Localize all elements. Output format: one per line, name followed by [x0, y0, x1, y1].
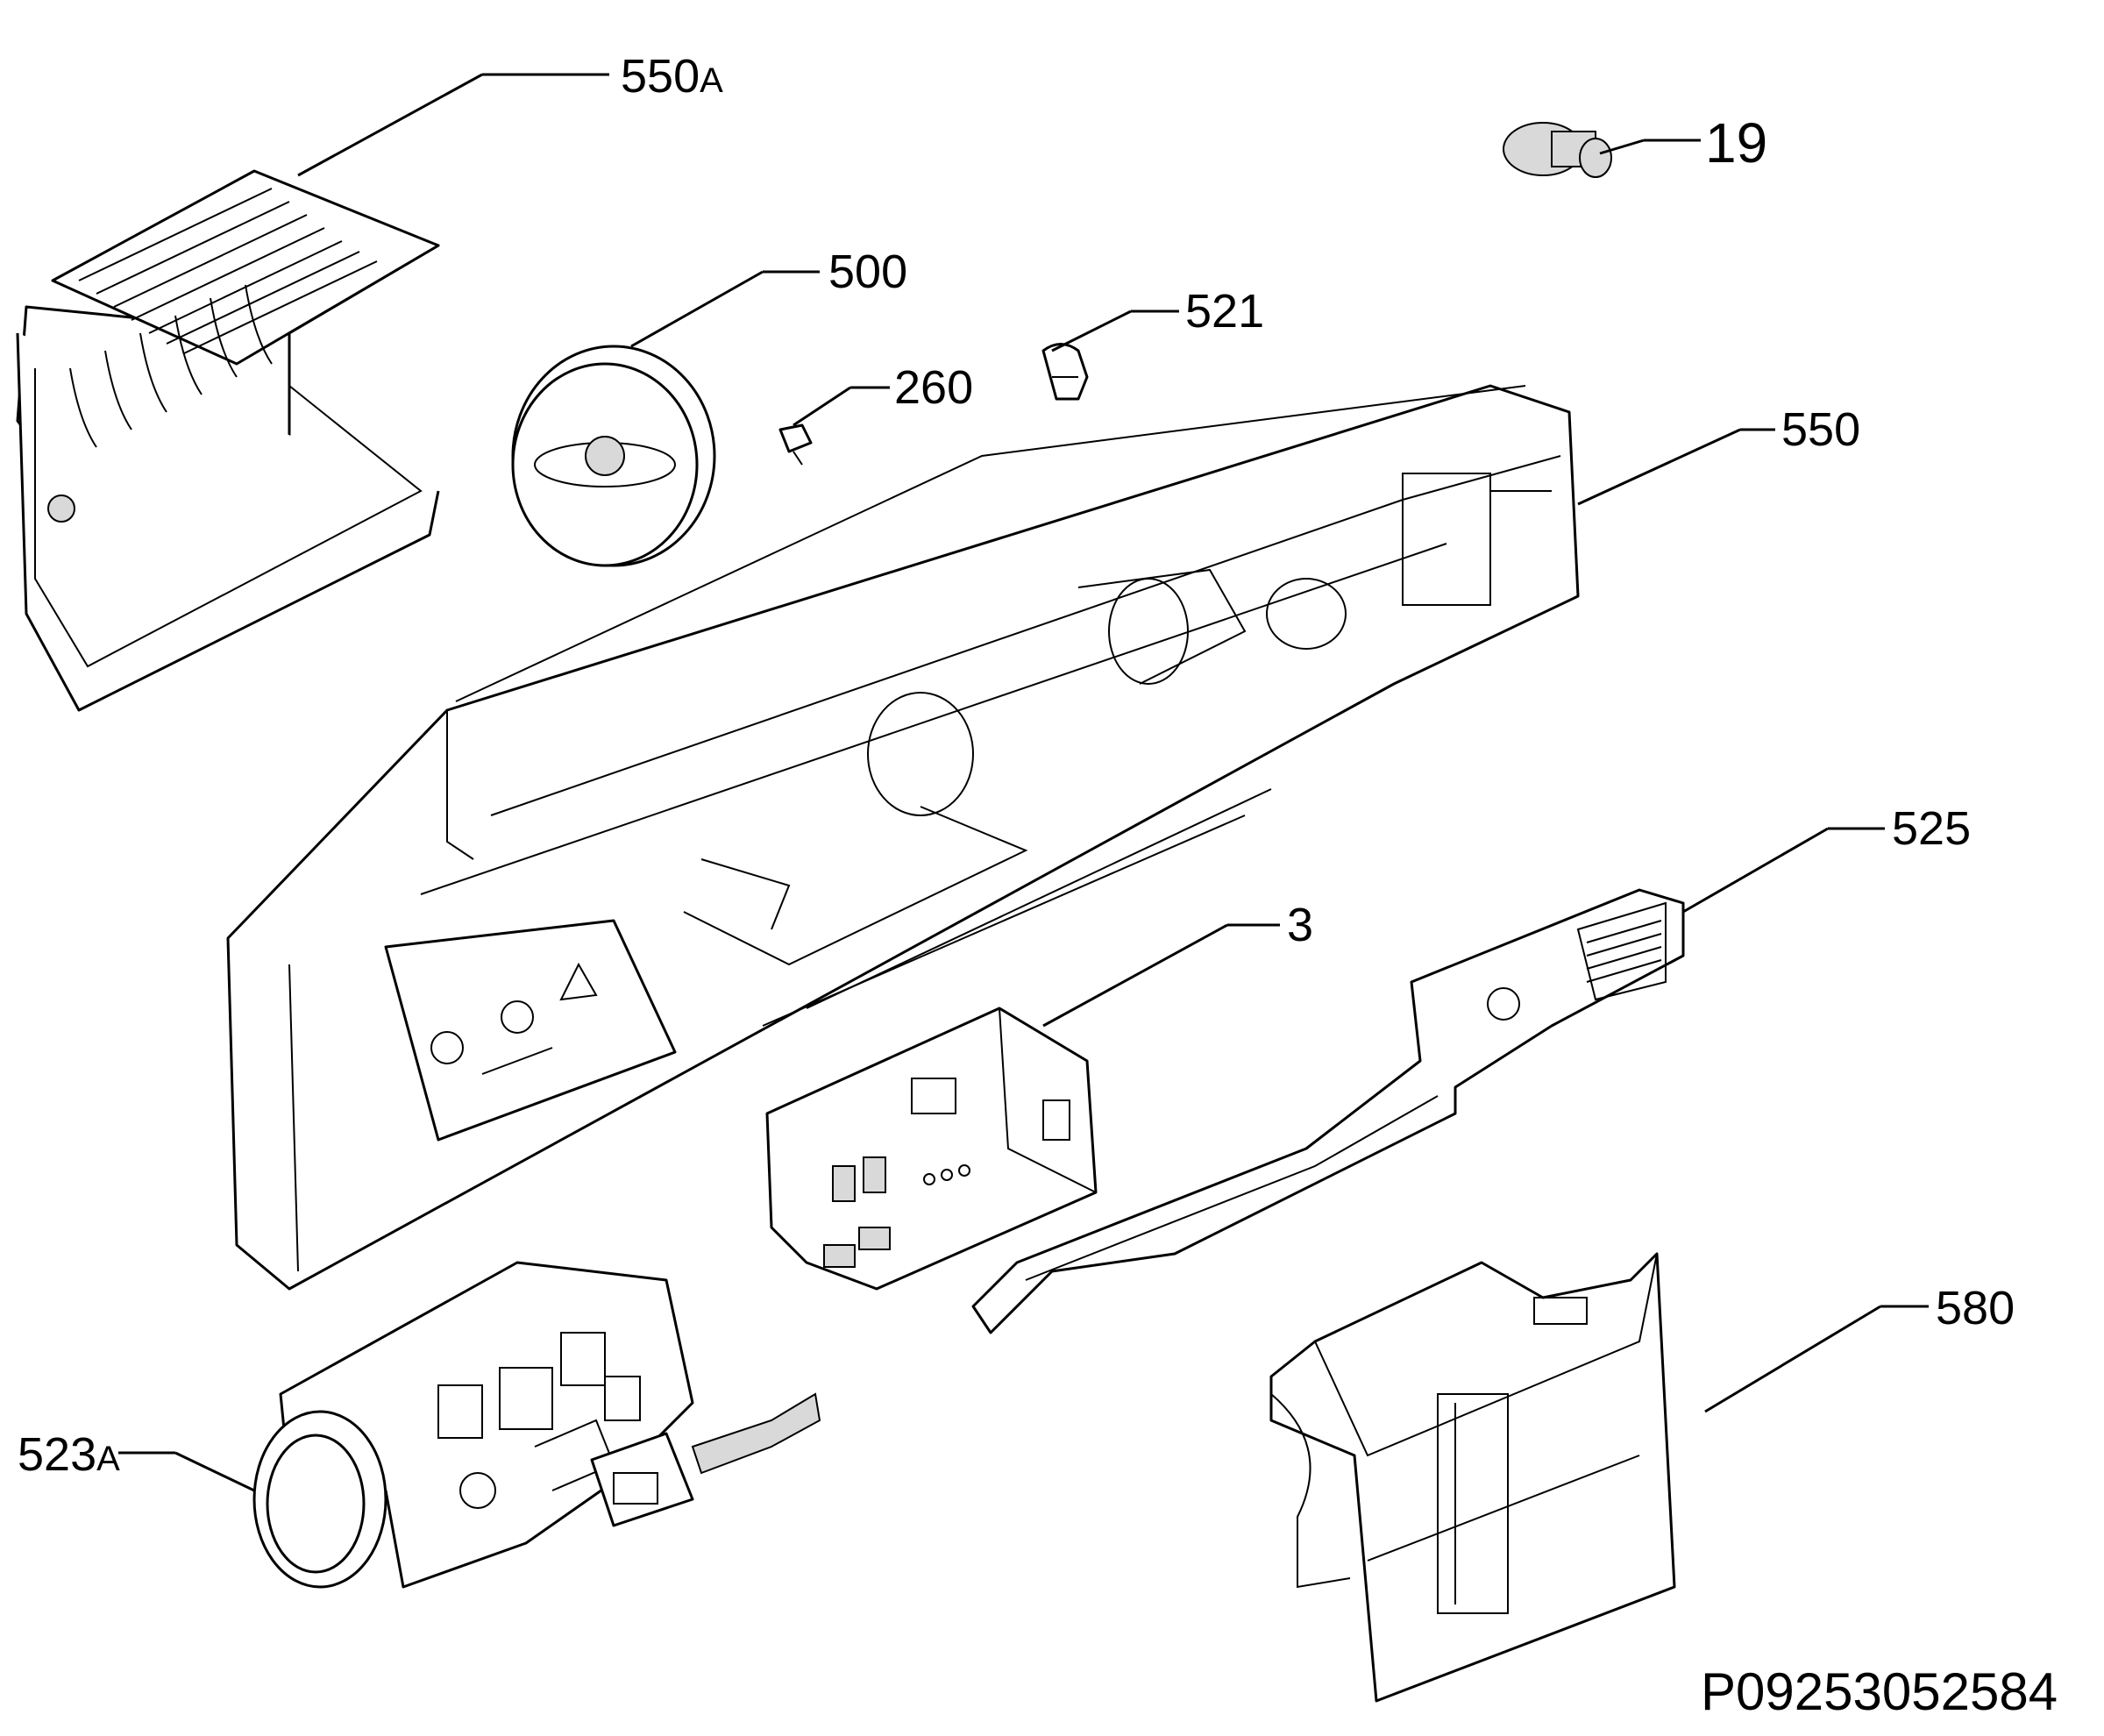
callout-523a: 523A — [18, 1428, 120, 1481]
callout-19: 19 — [1705, 111, 1767, 174]
callout-525: 525 — [1892, 802, 1971, 855]
callout-550: 550 — [1781, 403, 1860, 456]
callout-580: 580 — [1936, 1282, 2015, 1334]
part-580-cover-plate — [1269, 1252, 1676, 1703]
callout-521: 521 — [1185, 285, 1264, 338]
part-550-housing — [226, 384, 1580, 1291]
callout-550a: 550A — [621, 50, 723, 103]
callout-260: 260 — [894, 361, 973, 414]
part-260-clip — [778, 423, 813, 466]
callout-500: 500 — [828, 245, 907, 298]
part-521-cap — [1041, 343, 1089, 401]
part-525-lever — [971, 888, 1685, 1334]
part-19-bulb — [1503, 122, 1612, 178]
part-500-knob — [511, 345, 716, 567]
leader-lines — [118, 73, 1929, 1492]
part-3-thermostat — [765, 1007, 1098, 1291]
document-id: P09253052584 — [1701, 1662, 2058, 1721]
part-523a-switch-assembly — [252, 1261, 821, 1589]
part-550a-vent-cover — [16, 169, 440, 712]
callout-3: 3 — [1287, 899, 1313, 951]
